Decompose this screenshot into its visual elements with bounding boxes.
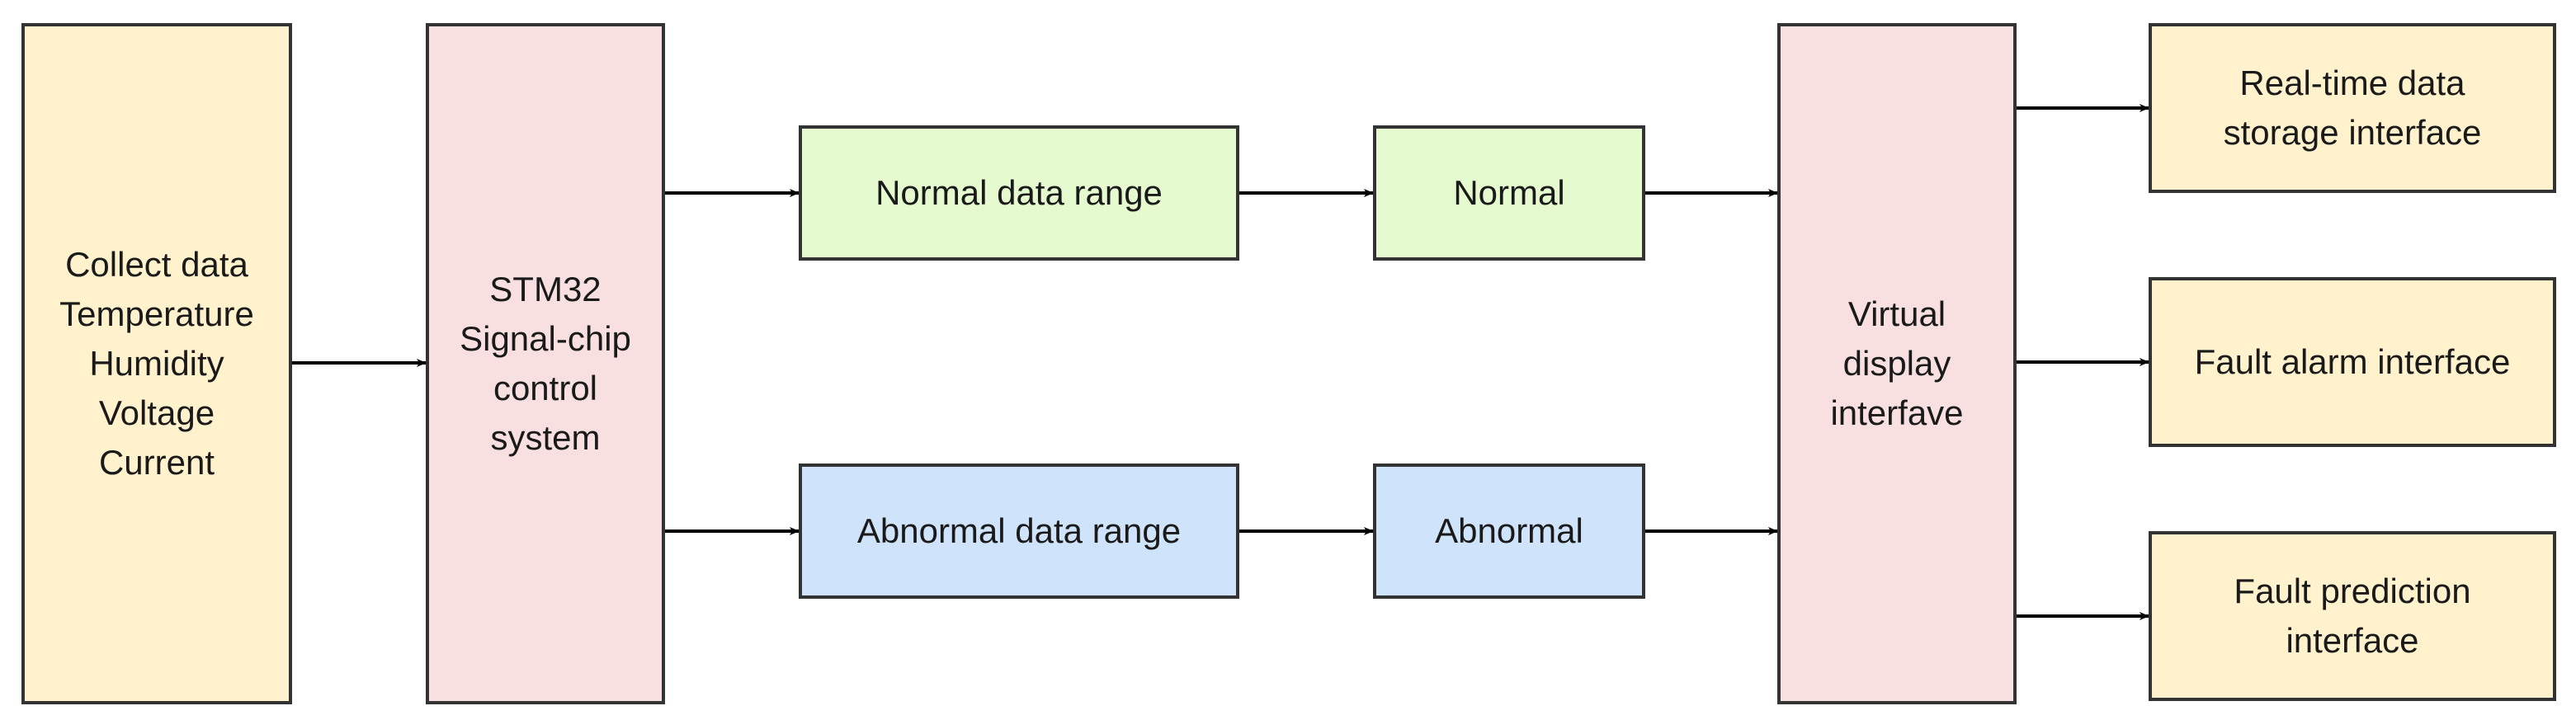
normal-data-range-label: Normal data range — [875, 173, 1163, 212]
storage-interface-label: Real-time data storage interface — [2223, 64, 2482, 152]
normal-label: Normal — [1453, 173, 1565, 212]
abnormal-node: Abnormal — [1373, 464, 1645, 599]
storage-interface-node: Real-time data storage interface — [2149, 23, 2556, 193]
fault-prediction-interface-label: Fault prediction interface — [2234, 572, 2471, 660]
stm32-control-system-node: STM32 Signal-chip control system — [426, 23, 665, 704]
collect-data-node: Collect data Temperature Humidity Voltag… — [21, 23, 292, 704]
fault-alarm-interface-node: Fault alarm interface — [2149, 277, 2556, 447]
normal-node: Normal — [1373, 125, 1645, 261]
abnormal-label: Abnormal — [1435, 511, 1583, 550]
collect-data-label: Collect data Temperature Humidity Voltag… — [59, 245, 254, 482]
abnormal-data-range-label: Abnormal data range — [856, 511, 1182, 550]
fault-prediction-interface-node: Fault prediction interface — [2149, 531, 2556, 701]
abnormal-data-range-node: Abnormal data range — [799, 464, 1239, 599]
fault-alarm-interface-label: Fault alarm interface — [2194, 342, 2511, 381]
normal-data-range-node: Normal data range — [799, 125, 1239, 261]
virtual-display-label: Virtual display interfave — [1830, 294, 1964, 432]
virtual-display-interface-node: Virtual display interfave — [1777, 23, 2017, 704]
stm32-label: STM32 Signal-chip control system — [460, 270, 631, 457]
